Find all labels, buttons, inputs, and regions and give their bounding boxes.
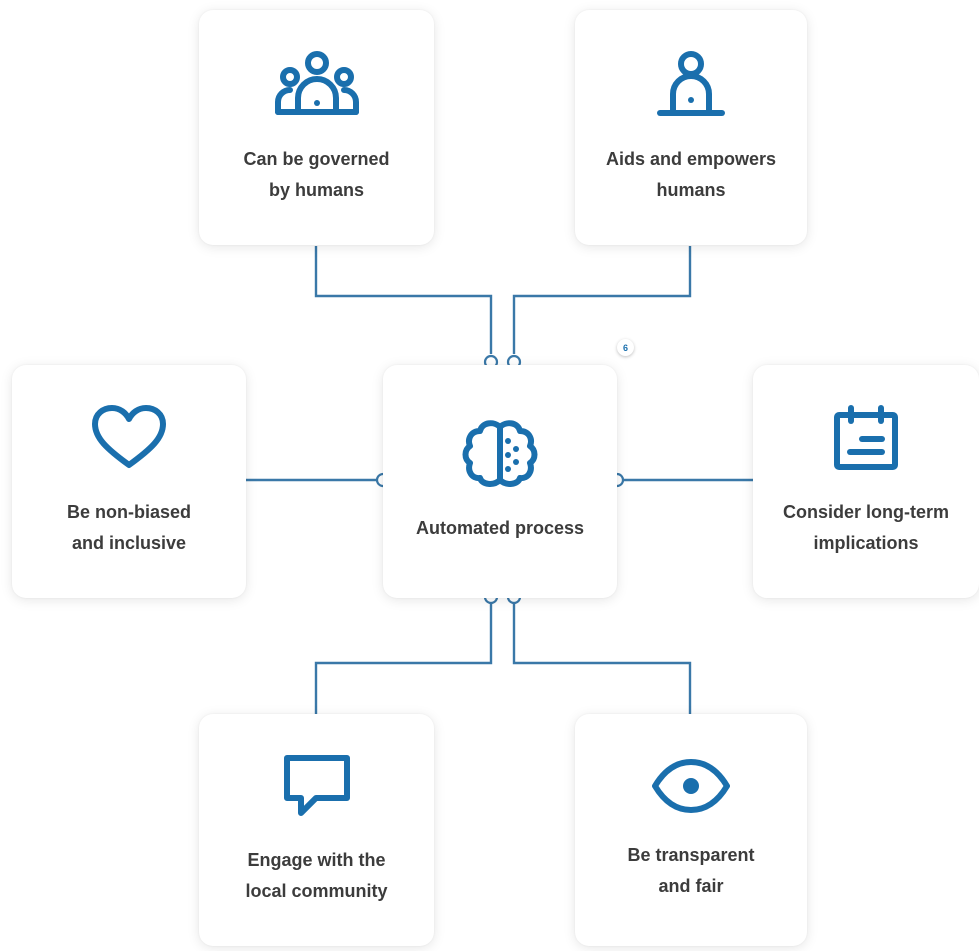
card-automated-process: Automated process (383, 365, 617, 598)
connector-bottom-right (512, 604, 692, 714)
card-label: Be non-biased and inclusive (66, 501, 191, 553)
group-people-icon (274, 50, 359, 115)
card-label-center: Automated process (415, 518, 585, 538)
card-engage-community: Engage with the local community (199, 714, 434, 946)
connector-top-right (512, 246, 692, 354)
speech-bubble-icon (283, 755, 350, 816)
card-label: Be transparent and fair (627, 845, 755, 896)
person-at-desk-icon (657, 50, 725, 116)
brain-icon (462, 420, 538, 487)
eye-icon (652, 759, 730, 813)
heart-icon (92, 404, 166, 468)
card-label: Can be governed by humans (243, 148, 390, 200)
connector-bottom-left (314, 604, 493, 714)
card-label: Consider long-term implications (782, 501, 949, 553)
card-non-biased: Be non-biased and inclusive (12, 365, 246, 598)
badge: 6 (617, 339, 634, 356)
card-governed-by-humans: Can be governed by humans (199, 10, 434, 245)
card-transparent-fair: Be transparent and fair (575, 714, 807, 946)
connector-top-left (314, 246, 493, 354)
card-aids-empowers: Aids and empowers humans (575, 10, 807, 245)
calendar-icon (834, 404, 898, 470)
card-label: Engage with the local community (245, 850, 388, 901)
card-label: Aids and empowers humans (605, 148, 777, 200)
card-long-term: Consider long-term implications (753, 365, 979, 598)
